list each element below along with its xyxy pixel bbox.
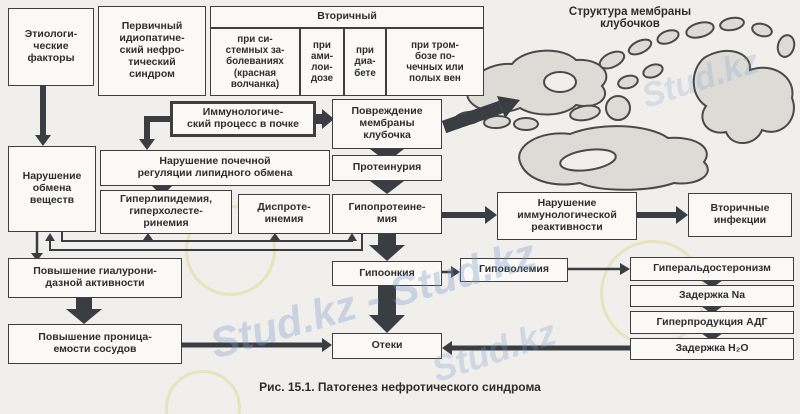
node-etiology: Этиологи- ческие факторы: [8, 8, 94, 86]
node-na-retention: Задержка Na: [630, 285, 794, 307]
node-secondary-infections: Вторичные инфекции: [688, 193, 792, 237]
figure-caption-title: Патогенез нефротического синдрома: [314, 380, 541, 394]
figure-caption-number: Рис. 15.1.: [259, 380, 315, 394]
node-membrane-damage: Повреждение мембраны клубочка: [332, 99, 442, 149]
node-lipid-regulation: Нарушение почечной регуляции липидного о…: [100, 150, 330, 186]
node-vessel-permeability: Повышение проница- емости сосудов: [8, 324, 182, 364]
glomerular-structure-drawing: [454, 16, 796, 191]
node-hypovolemia: Гиповолемия: [460, 258, 568, 282]
node-secondary-systemic: при си- стемных за- болеваниях (красная …: [210, 28, 300, 96]
node-secondary-thrombosis: при тром- бозе по- чечных или полых вен: [386, 28, 484, 96]
node-hyperaldosteronism: Гиперальдостеронизм: [630, 257, 794, 281]
figure-caption: Рис. 15.1. Патогенез нефротического синд…: [0, 380, 800, 394]
structure-label: Структура мембраны клубочков: [568, 6, 692, 30]
node-primary-idiopathic: Первичный идиопатиче- ский нефро- тическ…: [98, 6, 206, 96]
node-h2o-retention: Задержка H₂O: [630, 338, 794, 360]
node-immuno-process: Иммунологиче- ский процесс в почке: [170, 101, 316, 137]
node-hyaluronidase: Повышение гиалурони- дазной активности: [8, 258, 182, 298]
node-secondary-amyloidosis: при ами- лои- дозе: [300, 28, 344, 96]
node-metabolism: Нарушение обмена веществ: [8, 146, 96, 232]
node-immuno-reactivity: Нарушение иммунологической реактивности: [497, 192, 637, 240]
node-hypoproteinemia: Гипопротеине- мия: [332, 194, 442, 234]
node-dysproteinemia: Диспроте- инемия: [238, 194, 330, 234]
node-proteinuria: Протеинурия: [332, 155, 442, 181]
flow-arrows: [31, 86, 723, 355]
node-hyperlipidemia: Гиперлипидемия, гиперхолесте- ринемия: [100, 190, 232, 234]
node-edema: Отеки: [332, 333, 442, 359]
node-secondary-header: Вторичный: [210, 6, 484, 28]
node-secondary-diabetes: при диа- бете: [344, 28, 386, 96]
node-adh-overproduction: Гиперпродукция АДГ: [630, 311, 794, 334]
node-hypoonkia: Гипоонкия: [332, 261, 442, 286]
